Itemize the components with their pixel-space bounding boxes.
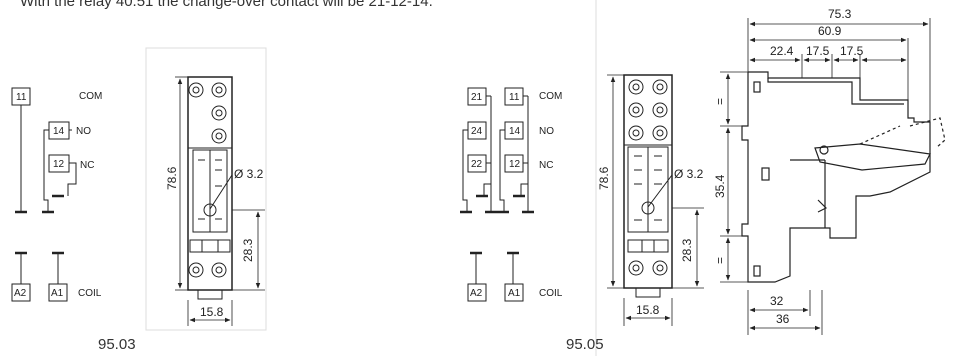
terminal-12-label: 12 [53, 159, 65, 170]
dim-width: 15.8 [200, 305, 224, 319]
dim-hole: Ø 3.2 [234, 167, 264, 181]
terminal-a1-label-right: A1 [508, 288, 521, 299]
dim-equal-bottom: = [713, 257, 727, 264]
terminal-12-label-right: 12 [509, 159, 521, 170]
right-model-title: 95.05 [566, 336, 604, 353]
terminal-a2-box [11, 283, 31, 302]
right-socket-side-dimensions [720, 18, 931, 335]
dim-17-5-a: 17.5 [806, 44, 830, 58]
dim-mid-right: 28.3 [680, 238, 694, 262]
terminal-a2-label-right: A2 [470, 288, 483, 299]
dim-36: 36 [776, 312, 790, 326]
label-com: COM [79, 91, 102, 102]
left-schematic [11, 87, 77, 302]
terminal-a1-label: A1 [51, 288, 64, 299]
terminal-a1-box [48, 283, 68, 302]
label-nc: NC [80, 160, 94, 171]
left-model-title: 95.03 [98, 336, 136, 353]
dim-height: 78.6 [165, 166, 179, 190]
dim-mid: 28.3 [241, 238, 255, 262]
label-coil-right: COIL [539, 288, 563, 299]
dim-22-4: 22.4 [770, 44, 794, 58]
dim-17-5-b: 17.5 [840, 44, 864, 58]
terminal-22-label: 22 [471, 159, 483, 170]
intro-text: With the relay 40.51 the change-over con… [20, 0, 433, 10]
right-socket-front-dim-text: 78.6 Ø 3.2 28.3 15.8 [597, 166, 704, 317]
left-socket-dimensions [175, 76, 265, 326]
terminal-a2-label: A2 [14, 288, 27, 299]
right-socket-side [741, 71, 946, 283]
right-schematic-text: 21 11 24 14 22 12 A2 A1 COM NO NC COIL [470, 91, 563, 299]
dim-width-right: 15.8 [636, 303, 660, 317]
dim-equal-top: = [713, 98, 727, 105]
right-socket-front-dimensions [607, 74, 704, 326]
dim-35-4: 35.4 [713, 174, 727, 198]
terminal-14-label: 14 [53, 126, 65, 137]
label-com-right: COM [539, 91, 562, 102]
dim-overall: 75.3 [828, 7, 852, 21]
terminal-14-label-right: 14 [509, 126, 521, 137]
terminal-21-label: 21 [471, 92, 483, 103]
terminal-11-label-right: 11 [509, 92, 520, 103]
label-no: NO [76, 126, 91, 137]
dim-32: 32 [770, 294, 784, 308]
terminal-11-label: 11 [16, 92, 27, 103]
label-no-right: NO [539, 126, 554, 137]
left-socket-frame [145, 47, 267, 331]
label-coil: COIL [78, 288, 102, 299]
right-socket-side-dim-text: 75.3 60.9 22.4 17.5 17.5 = 35.4 = 32 36 [713, 7, 864, 326]
left-schematic-text: 11 14 12 A2 A1 COM NO NC COIL [14, 91, 102, 299]
right-socket-front [623, 74, 673, 298]
left-socket-dim-text: 78.6 Ø 3.2 28.3 15.8 [165, 166, 264, 319]
terminal-24-label: 24 [471, 126, 483, 137]
dim-60-9: 60.9 [818, 24, 842, 38]
dim-height-right: 78.6 [597, 166, 611, 190]
left-socket-drawing [187, 76, 233, 300]
label-nc-right: NC [539, 160, 553, 171]
dim-hole-right: Ø 3.2 [674, 167, 704, 181]
right-schematic [460, 87, 534, 302]
